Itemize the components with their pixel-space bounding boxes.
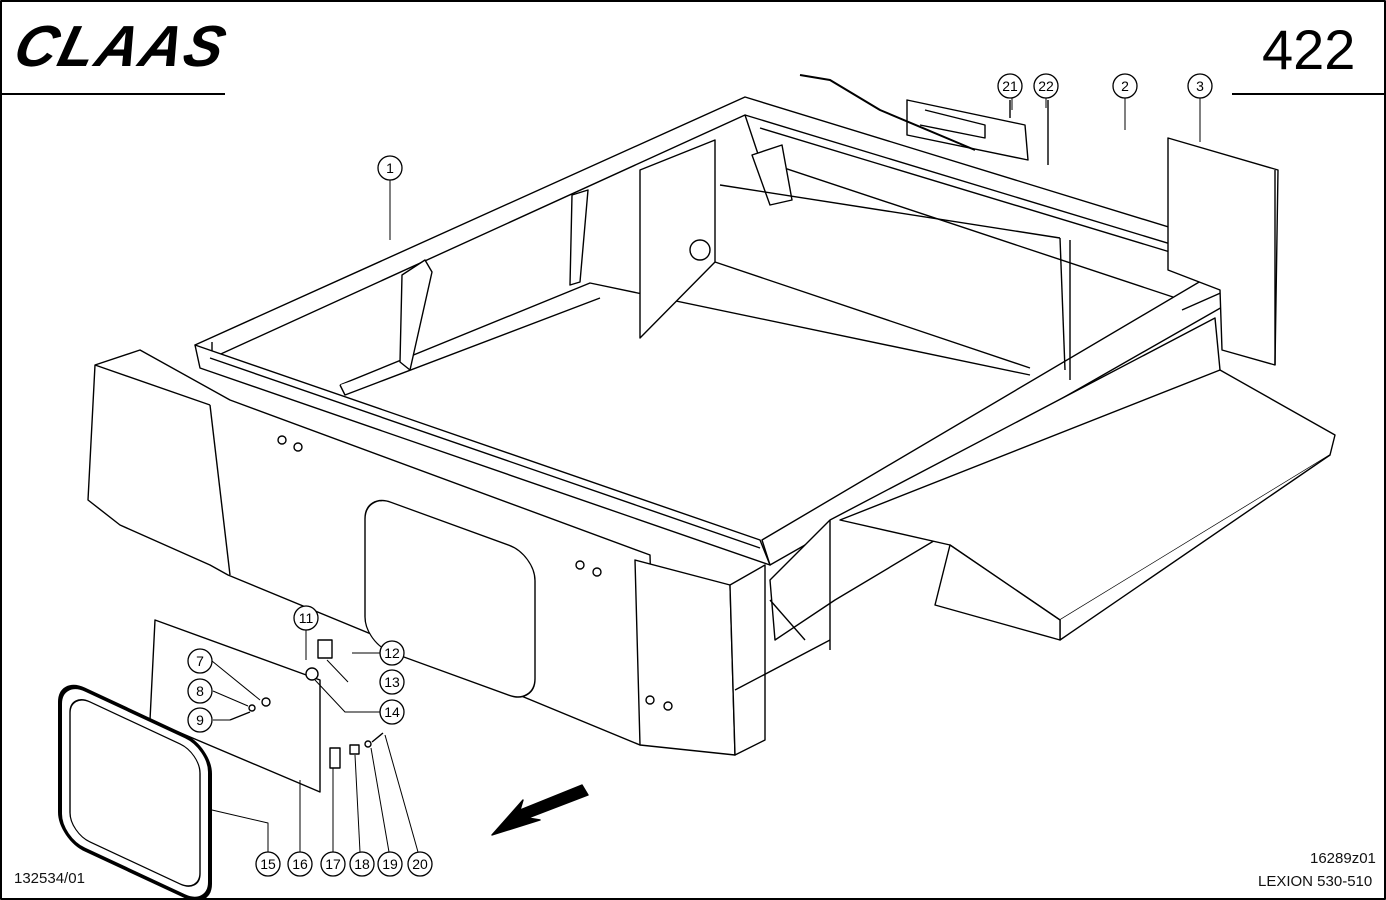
callout-label-21: 21	[1002, 78, 1018, 94]
callout-label-18: 18	[354, 856, 370, 872]
front-corner-block	[634, 559, 736, 756]
callout-label-16: 16	[292, 856, 308, 872]
divider-plate	[639, 139, 716, 339]
callout-15	[255, 851, 281, 877]
callout-label-19: 19	[382, 856, 398, 872]
frame-assembly	[87, 74, 1336, 756]
callout-20	[407, 851, 433, 877]
callout-19	[377, 851, 403, 877]
callout-2	[1112, 73, 1138, 99]
rear-plate-3	[1167, 137, 1279, 366]
callout-label-14: 14	[384, 704, 400, 720]
machine-model: LEXION 530-510	[1258, 873, 1373, 890]
callout-3	[1187, 73, 1213, 99]
callout-label-22: 22	[1038, 78, 1054, 94]
drawing-number: 132534/01	[14, 870, 85, 887]
callout-18	[349, 851, 375, 877]
callout-11	[293, 605, 319, 631]
figure-code: 16289z01	[1310, 850, 1376, 867]
callout-label-13: 13	[384, 674, 400, 690]
callout-22	[1033, 73, 1059, 99]
callout-label-11: 11	[299, 610, 314, 626]
callout-8	[187, 678, 213, 704]
direction-arrow	[491, 784, 589, 836]
callout-label-20: 20	[412, 856, 428, 872]
access-opening	[364, 499, 536, 698]
callout-label-7: 7	[196, 653, 204, 669]
callout-label-15: 15	[260, 856, 276, 872]
callout-label-2: 2	[1121, 78, 1129, 94]
callout-label-17: 17	[325, 856, 341, 872]
loose-parts	[58, 619, 384, 900]
page-number: 422	[1262, 18, 1356, 81]
callout-label-1: 1	[386, 160, 394, 176]
callout-17	[320, 851, 346, 877]
leader-lines	[211, 98, 1201, 853]
callout-21	[997, 73, 1023, 99]
callout-label-3: 3	[1196, 78, 1204, 94]
callout-label-9: 9	[196, 712, 204, 728]
callout-1	[377, 155, 403, 181]
callout-labels: 1 2 3 21 22 7 8 9 11 12 13 14 15 16 17 1…	[196, 78, 1204, 872]
callout-13	[379, 669, 405, 695]
callout-12	[379, 640, 405, 666]
callout-14	[379, 699, 405, 725]
front-rail	[194, 344, 771, 566]
callout-7	[187, 648, 213, 674]
callout-9	[187, 707, 213, 733]
callout-16	[287, 851, 313, 877]
callout-label-12: 12	[384, 645, 400, 661]
callouts	[187, 73, 1213, 877]
rod	[799, 74, 976, 151]
callout-label-8: 8	[196, 683, 204, 699]
